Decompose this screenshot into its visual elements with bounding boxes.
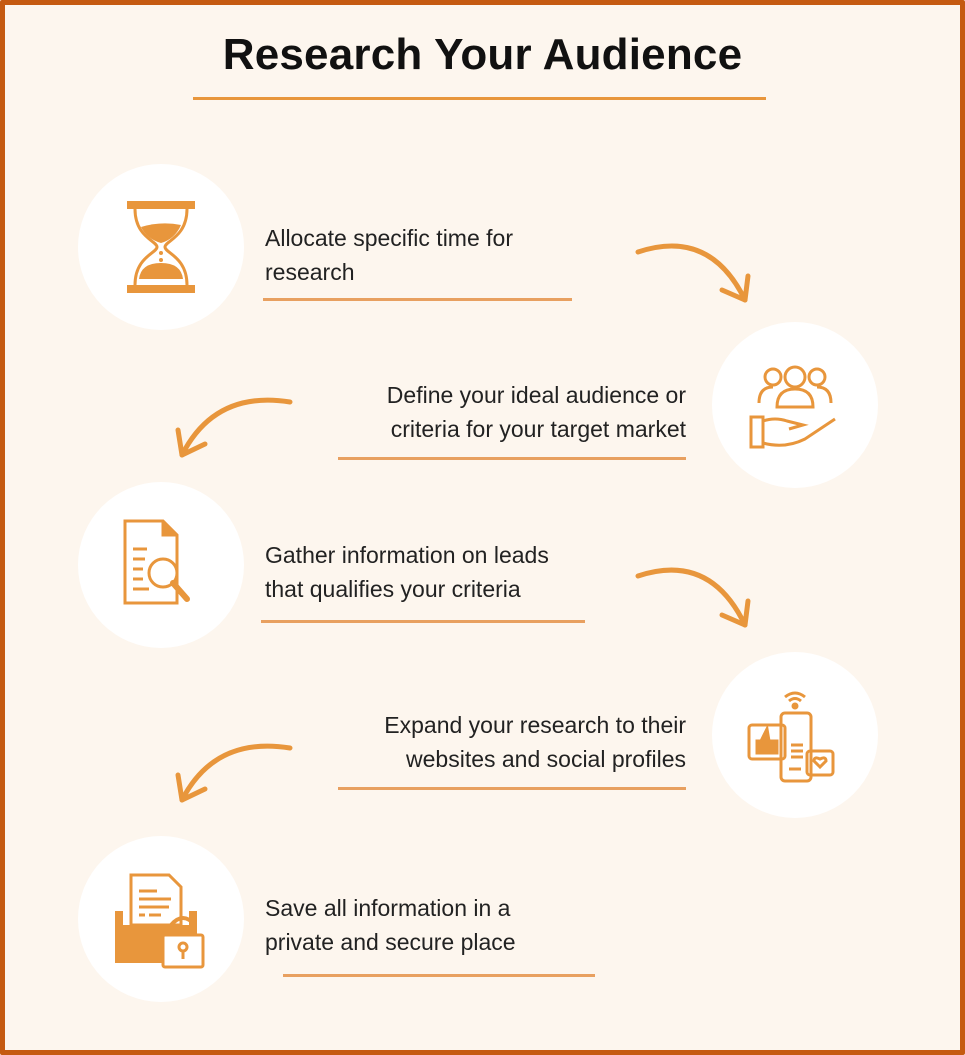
step-1-line-1: Allocate specific time for: [265, 225, 513, 251]
step-5-underline: [283, 974, 595, 977]
step-1-line-2: research: [265, 259, 355, 285]
step-4-line-1: Expand your research to their: [384, 712, 686, 738]
step-2-underline: [338, 457, 686, 460]
document-search-icon: [123, 519, 190, 605]
step-3-line-1: Gather information on leads: [265, 542, 549, 568]
step-4-icon-circle: [712, 652, 878, 818]
step-1-text: Allocate specific time for research: [265, 221, 513, 289]
step-5-line-2: private and secure place: [265, 929, 516, 955]
social-media-phone-icon: [747, 691, 835, 783]
step-5-text: Save all information in a private and se…: [265, 891, 516, 959]
step-4-text: Expand your research to their websites a…: [384, 708, 686, 776]
title-underline: [193, 97, 766, 100]
audience-in-hand-icon: [749, 365, 836, 449]
step-2-line-2: criteria for your target market: [390, 416, 686, 442]
step-4-line-2: websites and social profiles: [406, 746, 686, 772]
hourglass-icon: [127, 201, 195, 293]
step-4-underline: [338, 787, 686, 790]
step-3-text: Gather information on leads that qualifi…: [265, 538, 549, 606]
step-2-line-1: Define your ideal audience or: [386, 382, 686, 408]
step-3-line-2: that qualifies your criteria: [265, 576, 521, 602]
page-title: Research Your Audience: [222, 30, 743, 79]
secure-folder-lock-icon: [115, 873, 205, 969]
step-1-underline: [263, 298, 572, 301]
step-2-text: Define your ideal audience or criteria f…: [387, 378, 686, 446]
step-1-icon-circle: [78, 164, 244, 330]
step-3-icon-circle: [78, 482, 244, 648]
step-5-icon-circle: [78, 836, 244, 1002]
step-3-underline: [261, 620, 585, 623]
step-2-icon-circle: [712, 322, 878, 488]
step-5-line-1: Save all information in a: [265, 895, 511, 921]
